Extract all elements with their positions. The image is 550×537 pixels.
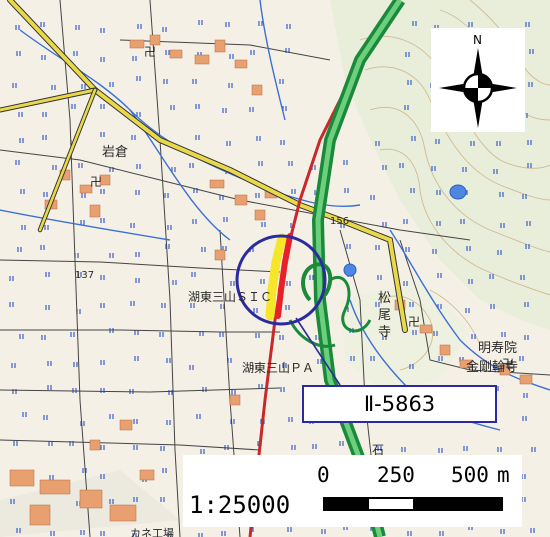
sic-highlight-circle bbox=[235, 234, 327, 326]
label-factory: カネ工場 bbox=[130, 527, 174, 537]
label-matsuoji-2: 尾 bbox=[378, 308, 391, 323]
label-ishi: 石 bbox=[372, 443, 384, 457]
label-myojuin: 明寿院 bbox=[478, 341, 517, 356]
label-matsuoji-3: 寺 bbox=[378, 325, 391, 340]
compass-icon: N bbox=[439, 33, 517, 128]
scale-tick-500: 500 bbox=[451, 463, 489, 487]
pond bbox=[449, 184, 467, 200]
scale-ratio: 1:25000 bbox=[189, 491, 291, 519]
compass-panel: N bbox=[431, 28, 525, 132]
scale-bar-icon bbox=[323, 497, 503, 511]
label-koto-sanzan-sic: 湖東三山ＳＩＣ bbox=[188, 289, 272, 304]
temple-icon: 卍 bbox=[408, 315, 420, 329]
callout-box: Ⅱ-5863 bbox=[302, 385, 497, 423]
place-labels: 岩倉 湖東三山ＳＩＣ 湖東三山ＰＡ 松 尾 寺 明寿院 金剛輪寺 カネ工場 13… bbox=[75, 145, 518, 537]
label-matsuoji-1: 松 bbox=[378, 291, 391, 306]
callout-label: Ⅱ-5863 bbox=[363, 392, 436, 416]
label-iwakura-1: 岩倉 bbox=[102, 145, 128, 160]
scale-tick-0: 0 bbox=[317, 463, 330, 487]
temple-icons: 卍 卍 卍 卍 bbox=[90, 45, 514, 371]
pond-small bbox=[343, 263, 357, 277]
label-kongorinji: 金剛輪寺 bbox=[466, 359, 518, 375]
label-elevation-156: 156 bbox=[330, 216, 349, 227]
temple-icon: 卍 bbox=[144, 45, 156, 59]
scale-tick-250: 250 bbox=[377, 463, 415, 487]
temple-icon: 卍 bbox=[502, 357, 514, 371]
scale-panel: 0 250 500 m 1:25000 bbox=[183, 455, 522, 527]
callout-leader bbox=[295, 317, 341, 386]
compass-north-label: N bbox=[473, 33, 482, 47]
highlighted-section bbox=[265, 233, 293, 321]
temple-icon: 卍 bbox=[90, 175, 102, 189]
label-elevation-137: 137 bbox=[75, 270, 94, 281]
scale-unit: m bbox=[497, 463, 510, 487]
label-koto-sanzan-pa: 湖東三山ＰＡ bbox=[242, 360, 314, 375]
